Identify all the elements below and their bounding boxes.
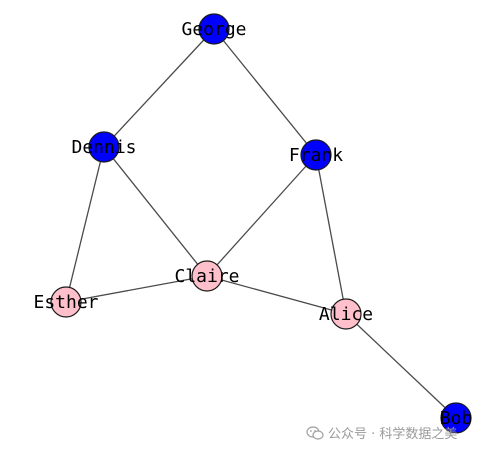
edges-layer <box>65 28 457 419</box>
node-bob <box>440 402 472 434</box>
node-label-dennis: Dennis <box>71 137 136 158</box>
node-dennis <box>88 131 120 163</box>
node-label-george: George <box>181 19 246 40</box>
edge-dennis-esther <box>65 146 105 303</box>
edge-claire-alice <box>206 275 347 315</box>
node-frank <box>300 139 332 171</box>
edge-george-dennis <box>103 28 215 148</box>
node-label-alice: Alice <box>319 304 373 325</box>
nodes-layer <box>50 13 472 434</box>
node-george <box>198 13 230 45</box>
node-label-bob: Bob <box>440 408 473 429</box>
edge-george-frank <box>213 28 317 156</box>
node-alice <box>330 298 362 330</box>
watermark-text: 公众号 · 科学数据之美 <box>328 427 458 442</box>
node-label-claire: Claire <box>174 266 239 287</box>
edge-esther-claire <box>65 275 208 303</box>
edge-frank-claire <box>206 154 317 277</box>
node-claire <box>191 260 223 292</box>
node-label-esther: Esther <box>33 292 98 313</box>
node-esther <box>50 286 82 318</box>
edge-frank-alice <box>315 154 347 315</box>
edge-alice-bob <box>345 313 457 419</box>
wechat-icon <box>306 425 324 440</box>
watermark: 公众号 · 科学数据之美 <box>306 423 457 442</box>
node-label-frank: Frank <box>289 145 343 166</box>
edge-dennis-claire <box>103 146 208 277</box>
